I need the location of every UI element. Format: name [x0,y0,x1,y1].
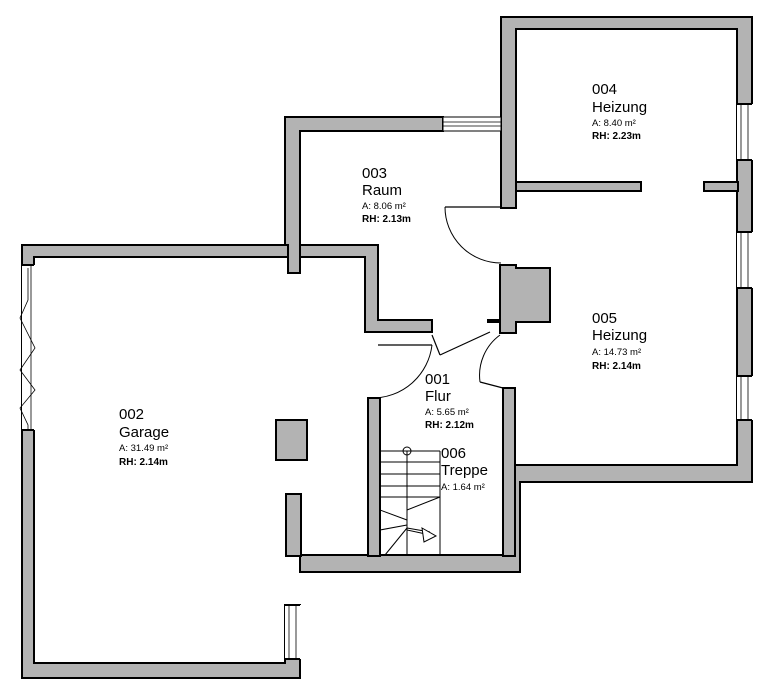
room-name: Flur [425,388,451,405]
room-area: A: 8.06 m² [362,201,406,212]
room-area: A: 1.64 m² [441,482,485,493]
room-name: Heizung [592,99,647,116]
door-leaf-001 [431,334,441,356]
room-height: RH: 2.14m [119,457,168,468]
wall-garage-east-stub [285,493,302,557]
wall-corridor-west [299,244,433,333]
garage-column [275,419,308,461]
room-name: Raum [362,182,402,199]
chimney [487,264,551,334]
room-number: 003 [362,165,387,182]
room-label-004: 004 Heizung A: 8.40 m² RH: 2.23m [592,81,647,142]
room-name: Treppe [441,462,488,479]
window-room-003 [442,116,502,132]
room-number: 005 [592,310,617,327]
room-number: 006 [441,445,466,462]
room-label-003: 003 Raum A: 8.06 m² RH: 2.13m [362,165,411,225]
room-area: A: 5.65 m² [425,407,469,418]
room-label-006: 006 Treppe A: 1.64 m² [441,445,488,493]
room-label-002: 002 Garage A: 31.49 m² RH: 2.14m [119,406,169,468]
room-area: A: 14.73 m² [592,347,641,358]
room-height: RH: 2.13m [362,214,411,225]
room-label-005: 005 Heizung A: 14.73 m² RH: 2.14m [592,310,647,372]
staircase [379,446,441,556]
room-number: 001 [425,371,450,388]
door-swing-garage [371,344,433,399]
wall-004-005-east [703,181,739,192]
garage-gate [19,268,36,430]
room-area: A: 8.40 m² [592,118,636,129]
room-number: 002 [119,406,144,423]
room-number: 004 [592,81,617,98]
room-name: Heizung [592,327,647,344]
room-height: RH: 2.23m [592,131,641,142]
room-label-001: 001 Flur A: 5.65 m² RH: 2.12m [425,371,474,431]
wall-stair-west [367,397,381,557]
wall-004-005 [515,181,642,192]
room-area: A: 31.49 m² [119,443,168,454]
door-swing-005 [479,334,501,383]
room-height: RH: 2.14m [592,361,641,372]
wall-stair-east [502,387,516,557]
door-swing-003 [444,206,502,264]
room-name: Garage [119,424,169,441]
room-height: RH: 2.12m [425,420,474,431]
